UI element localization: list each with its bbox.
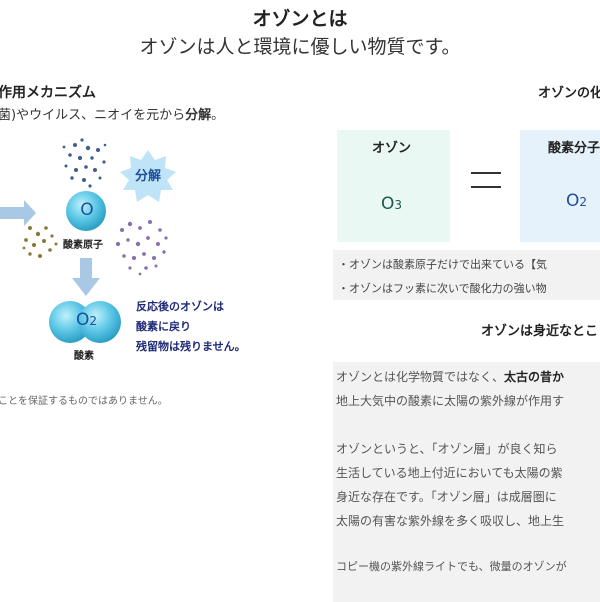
oxygen-molecule-symbol: O2 — [76, 310, 98, 330]
ozone-panel-title: オゾン — [372, 141, 412, 156]
oxygen-atom-label: 酸素原子 — [63, 240, 103, 251]
explanation-box — [333, 362, 600, 602]
oxygen-panel — [520, 130, 600, 242]
down-arrow-icon — [72, 258, 100, 296]
page-subtitle: オゾンは人と環境に優しい物質です。 — [139, 36, 461, 58]
para2-line1: オゾンというと、「オゾン層」が良く知ら — [336, 442, 558, 456]
disclaimer: ことを保証するものではありません。 — [0, 396, 168, 407]
chemistry-heading: オゾンの化 — [538, 86, 600, 101]
oxygen-molecule-right-symbol: O2 — [566, 191, 588, 211]
para1-line2: 地上大気中の酸素に太陽の紫外線が作用す — [336, 394, 565, 408]
mechanism-description: 菌)やウイルス、ニオイを元から分解。 — [0, 108, 225, 123]
decompose-badge-label: 分解 — [134, 169, 161, 184]
oxygen-atom-icon — [66, 191, 106, 231]
decompose-badge-icon — [120, 150, 176, 202]
odor-cluster-icon — [22, 226, 58, 258]
oxygen-atom-symbol: O — [80, 200, 94, 220]
oxygen-panel-title: 酸素分子 — [548, 141, 600, 156]
oxygen-molecule-label: 酸素 — [74, 351, 94, 362]
reaction-note: 反応後のオゾンは 酸素に戻り 残留物は残りません。 — [136, 300, 246, 353]
incoming-arrow-icon — [0, 200, 36, 226]
page-title: オゾンとは — [252, 8, 348, 30]
equals-icon — [471, 172, 501, 194]
mechanism-heading: 作用メカニズム — [0, 85, 96, 101]
virus-cluster-icon — [115, 220, 168, 276]
para2-line2: 生活している地上付近においても太陽の紫 — [336, 466, 563, 480]
para1-line1: オゾンとは化学物質ではなく、太古の昔か — [336, 370, 565, 384]
oxygen-molecule-icon — [49, 301, 121, 343]
ozone-panel — [337, 130, 450, 242]
germ-cluster-icon — [62, 138, 107, 188]
ozone-note-1: ・オゾンは酸素原子だけで出来ている【気 — [338, 258, 547, 271]
ozone-notes-box — [333, 250, 600, 300]
ozone-note-2: ・オゾンはフッ素に次いで酸化力の強い物 — [338, 282, 547, 295]
para2-line4: 太陽の有害な紫外線を多く吸収し、地上生 — [336, 514, 565, 528]
para3-line1: コピー機の紫外線ライトでも、微量のオゾンが — [336, 560, 567, 573]
ozone-symbol: O3 — [381, 194, 403, 214]
para2-line3: 身近な存在です。「オゾン層」は成層圏に — [336, 490, 557, 504]
nearby-heading: オゾンは身近なとこ — [481, 324, 599, 339]
